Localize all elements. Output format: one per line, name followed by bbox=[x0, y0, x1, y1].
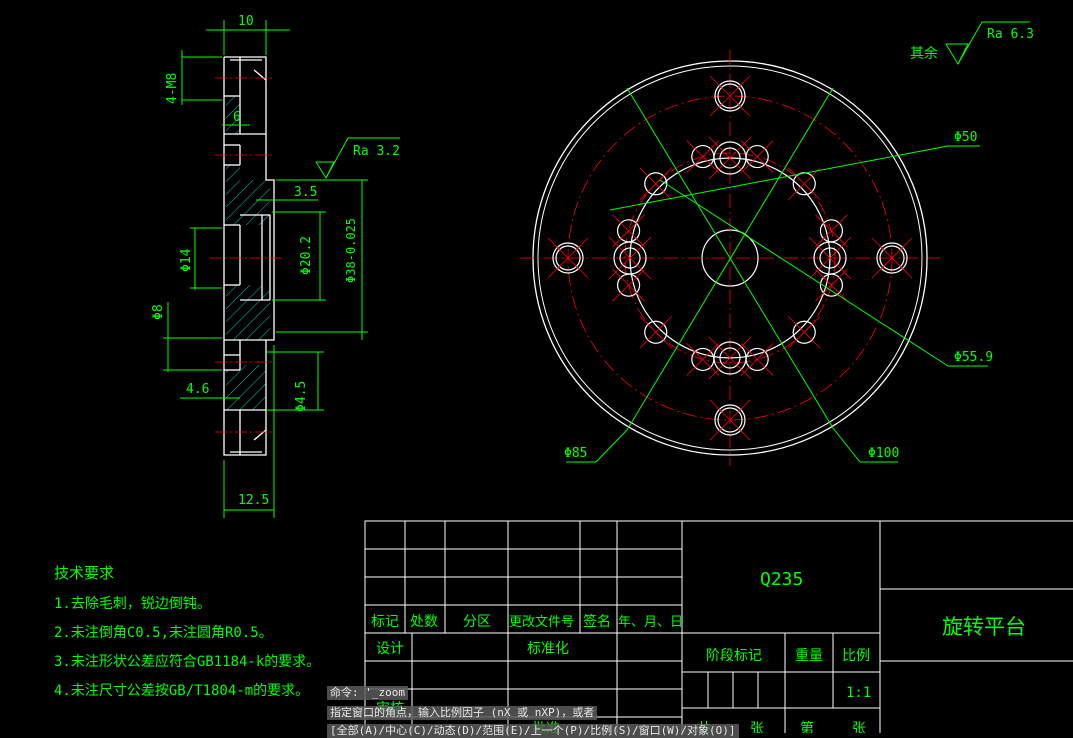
pin-hole-11-cross-b bbox=[740, 140, 774, 173]
pin-hole-1 bbox=[819, 219, 844, 243]
pin-hole-2 bbox=[819, 273, 844, 297]
pin-hole-10-cross-b bbox=[686, 140, 720, 173]
tb-sheets: 张 bbox=[750, 721, 764, 733]
tb-part-name: 旋转平台 bbox=[942, 615, 1026, 639]
roughness-rest-label: 其余 bbox=[910, 45, 938, 62]
counterbore-hole-2-inner bbox=[719, 347, 741, 369]
tb-sheets-2: 张 bbox=[852, 721, 866, 733]
pin-hole-10 bbox=[691, 144, 715, 169]
pin-hole-8 bbox=[616, 219, 641, 243]
dim-phi55-9: Φ55.9 bbox=[954, 350, 993, 365]
pin-hole-4 bbox=[745, 347, 769, 372]
command-prompt-options[interactable]: [全部(A)/中心(C)/动态(D)/范围(E)/上一个(P)/比例(S)/窗口… bbox=[327, 724, 739, 738]
roughness-face: Ra 3.2 bbox=[353, 144, 400, 159]
threaded-hole-1 bbox=[876, 242, 908, 274]
command-history-line-2: 指定窗口的角点，输入比例因子 (nX 或 nXP)，或者 bbox=[327, 706, 598, 720]
threaded-hole-2-cross-b bbox=[709, 399, 751, 441]
tb-header-doc: 更改文件号 bbox=[509, 615, 574, 630]
dim-phi38: Φ38-0.025 bbox=[344, 218, 358, 283]
pin-hole-3-cross-b bbox=[787, 315, 821, 349]
pin-hole-9 bbox=[644, 172, 668, 196]
threaded-hole-3-inner bbox=[555, 245, 581, 271]
dim-phi100: Φ100 bbox=[868, 446, 899, 461]
pin-hole-5-cross-b bbox=[686, 343, 720, 376]
counterbore-hole-4-inner bbox=[719, 147, 741, 169]
counterbore-hole-2-cross-b bbox=[708, 336, 752, 380]
tb-header-count: 处数 bbox=[410, 614, 438, 630]
tb-header-sign: 签名 bbox=[583, 613, 611, 630]
threaded-hole-4 bbox=[714, 80, 746, 112]
threaded-hole-3-cross-b bbox=[547, 237, 589, 279]
section-centerlines bbox=[210, 77, 285, 433]
pin-hole-7-cross-b bbox=[612, 268, 645, 302]
counterbore-hole-1-inner bbox=[819, 247, 841, 269]
tech-item-4: 4.未注尺寸公差按GB/T1804-m的要求。 bbox=[54, 683, 309, 699]
pin-hole-2-cross-b bbox=[815, 268, 848, 302]
dim-phi20: Φ20.2 bbox=[299, 236, 314, 275]
tb-header-date: 年、月、日 bbox=[618, 615, 683, 630]
dim-phi8: Φ8 bbox=[151, 304, 166, 320]
pin-hole-4-cross-b bbox=[740, 343, 774, 376]
title-block bbox=[364, 520, 1073, 733]
threaded-hole-1-inner bbox=[879, 245, 905, 271]
threaded-hole-2-inner bbox=[717, 407, 743, 433]
pin-hole-1-cross-b bbox=[815, 214, 848, 248]
dim-width-bottom: 12.5 bbox=[238, 493, 269, 508]
command-history-line-1: 命令: '_zoom bbox=[327, 686, 408, 700]
pin-hole-6 bbox=[644, 320, 668, 344]
dim-width-top: 10 bbox=[238, 14, 254, 29]
pin-hole-7 bbox=[616, 273, 641, 297]
pin-hole-8-cross-b bbox=[612, 214, 645, 248]
tb-header-mark: 标记 bbox=[371, 614, 399, 630]
dim-4-6: 4.6 bbox=[186, 382, 209, 397]
counterbore-hole-3-cross-b bbox=[608, 236, 652, 280]
tech-item-2: 2.未注倒角C0.5,未注圆角R0.5。 bbox=[54, 625, 273, 641]
dim-thread: 4-M8 bbox=[165, 73, 180, 104]
pin-hole-9-cross-b bbox=[639, 167, 673, 201]
section-dimensions bbox=[163, 20, 400, 518]
tb-weight: 重量 bbox=[795, 648, 823, 664]
threaded-hole-4-inner bbox=[717, 83, 743, 109]
dim-6: 6 bbox=[233, 110, 241, 125]
tech-requirements: 技术要求 1.去除毛刺，锐边倒钝。 2.未注倒角C0.5,未注圆角R0.5。 3… bbox=[54, 564, 320, 699]
side-section-view: 10 4-M8 6 3.5 Φ14 Φ20.2 Φ38-0.025 Φ8 4.6… bbox=[151, 14, 400, 518]
tb-scale: 1:1 bbox=[846, 685, 871, 701]
pin-hole-12-cross-b bbox=[787, 167, 821, 201]
roughness-rest: Ra 6.3 bbox=[987, 27, 1034, 42]
tech-item-3: 3.未注形状公差应符合GB1184-k的要求。 bbox=[54, 653, 320, 670]
tb-material: Q235 bbox=[760, 569, 803, 590]
tech-item-1: 1.去除毛刺，锐边倒钝。 bbox=[54, 596, 211, 612]
threaded-hole-2 bbox=[714, 404, 746, 436]
counterbore-hole-4-cross-b bbox=[708, 136, 752, 180]
tb-standardize: 标准化 bbox=[527, 641, 569, 657]
dim-phi4-5: Φ4.5 bbox=[294, 381, 309, 412]
tb-stage-mark: 阶段标记 bbox=[706, 648, 762, 664]
pin-hole-11 bbox=[745, 144, 769, 169]
tb-header-zone: 分区 bbox=[463, 614, 491, 630]
pin-hole-6-cross-b bbox=[639, 315, 673, 349]
section-hatch bbox=[226, 96, 270, 410]
tb-scale-label: 比例 bbox=[842, 648, 870, 664]
dim-phi50: Φ50 bbox=[954, 130, 977, 145]
tech-title: 技术要求 bbox=[54, 564, 114, 582]
pin-hole-5 bbox=[691, 347, 715, 372]
hole-pattern bbox=[547, 75, 913, 441]
pin-hole-3 bbox=[792, 320, 816, 344]
tb-design: 设计 bbox=[376, 641, 404, 657]
counterbore-hole-3-inner bbox=[619, 247, 641, 269]
counterbore-hole-1-cross-b bbox=[808, 236, 852, 280]
dim-phi85: Φ85 bbox=[564, 446, 587, 461]
dim-3-5: 3.5 bbox=[294, 185, 317, 200]
tb-sheet-no: 第 bbox=[800, 720, 814, 733]
dim-phi14: Φ14 bbox=[179, 248, 194, 272]
threaded-hole-4-cross-b bbox=[709, 75, 751, 117]
front-leaders bbox=[566, 21, 1030, 463]
threaded-hole-1-cross-b bbox=[871, 237, 913, 279]
threaded-hole-3 bbox=[552, 242, 584, 274]
front-view: Φ50 Φ55.9 Φ85 Φ100 其余 Ra 6.3 bbox=[520, 21, 1034, 466]
